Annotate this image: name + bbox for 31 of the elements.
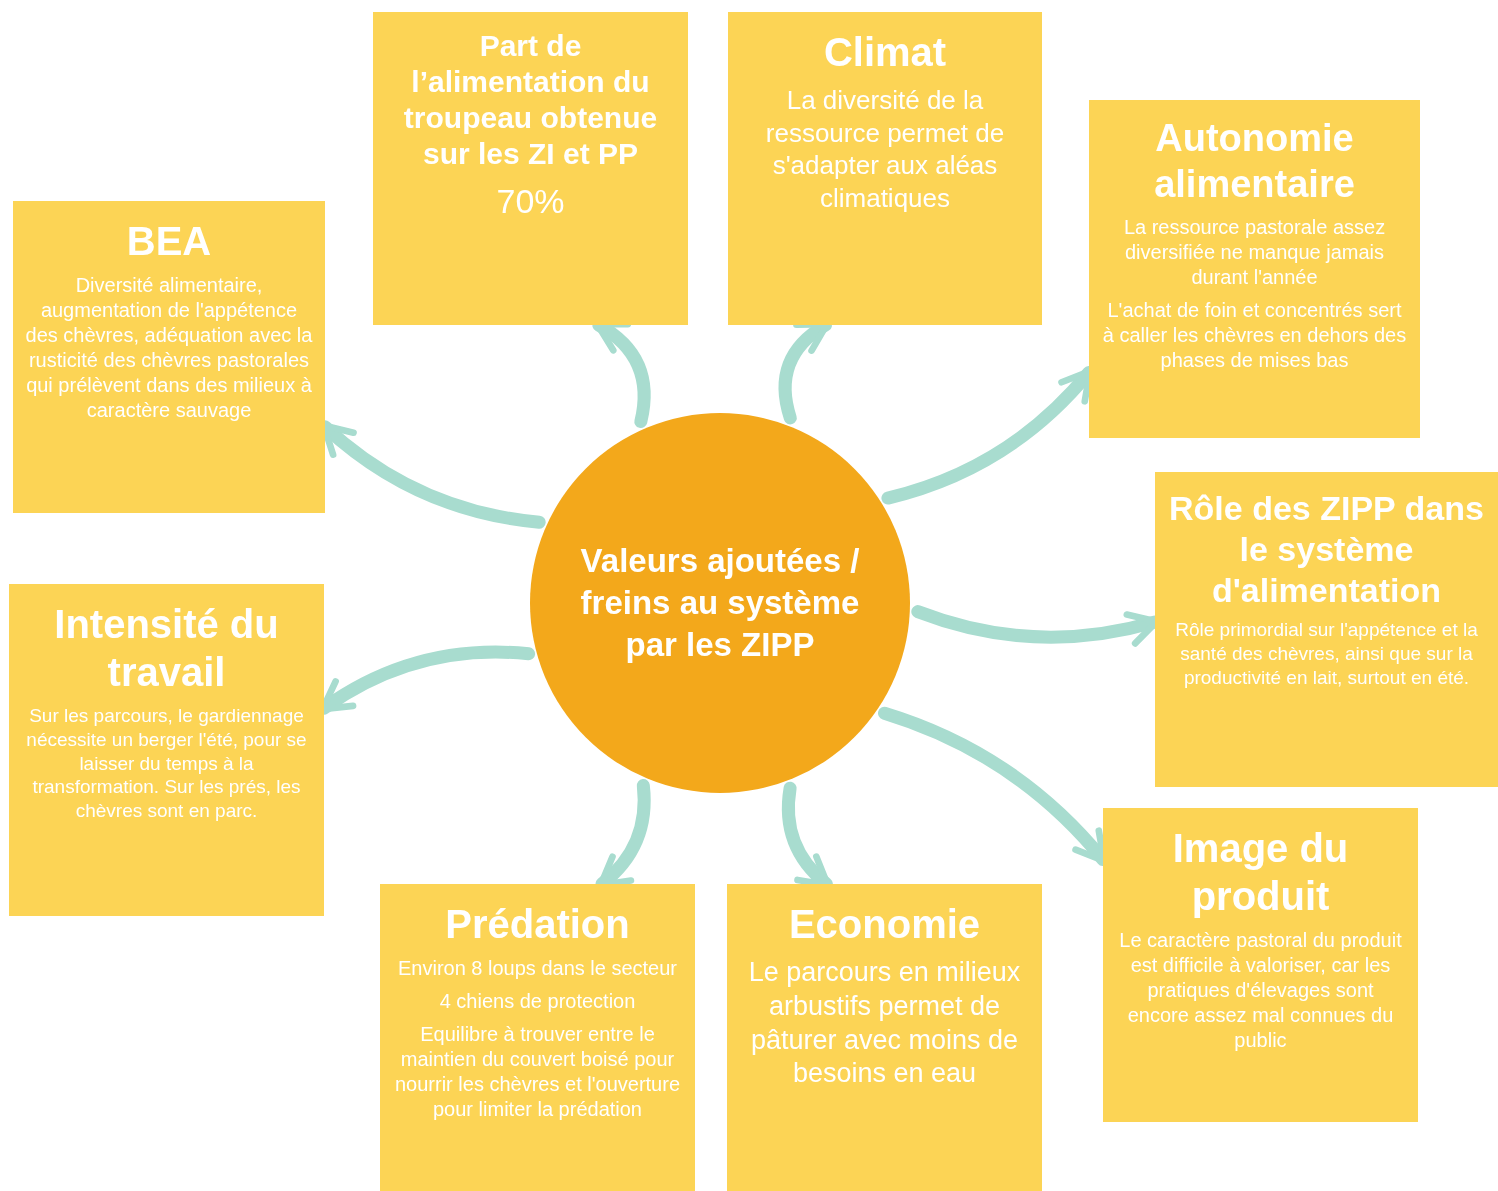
- box-text: Le caractère pastoral du produit est difficile à valoriser, car les pratiques d'élevages sont encore assez mal connues du public: [1118, 928, 1403, 1053]
- topic-box: [728, 12, 1042, 325]
- box-text: La ressource pastorale assez diversifiée ne manque jamais durant l'année: [1122, 215, 1387, 291]
- center-title: Valeurs ajoutées / freins au système par les ZIPP: [579, 541, 861, 665]
- topic-box: [13, 201, 325, 513]
- box-title: Economie: [788, 901, 981, 948]
- box-text: L'achat de foin et concentrés sert à caller les chèvres en dehors des phases de mises bas: [1101, 298, 1408, 374]
- topic-box: [1155, 472, 1498, 787]
- box-text: La diversité de la ressource permet de s'adapter aux aléas climatiques: [764, 84, 1006, 214]
- topic-box: [380, 884, 695, 1191]
- box-title: Part de l’alimentation du troupeau obtenue sur les ZI et PP: [402, 28, 659, 172]
- box-title: Image du produit: [1171, 825, 1350, 920]
- box-text: 70%: [496, 181, 565, 222]
- box-title: BEA: [126, 218, 212, 265]
- topic-box: [1089, 100, 1420, 438]
- box-title: Intensité du travail: [53, 601, 280, 696]
- topic-box: [727, 884, 1042, 1191]
- box-text: Environ 8 loups dans le secteur: [397, 956, 678, 981]
- topic-box: [9, 584, 324, 916]
- box-text: Sur les parcours, le gardiennage nécessite un berger l'été, pour se laisser du temps à la transformation. Sur les prés, les chèvres sont en parc.: [25, 704, 308, 823]
- box-text: 4 chiens de protection: [439, 989, 636, 1014]
- box-title: Climat: [823, 29, 947, 76]
- topic-box: [1103, 808, 1418, 1122]
- box-text: Diversité alimentaire, augmentation de l'appétence des chèvres, adéquation avec la rusticité des chèvres pastorales qui prélèvent dans des milieux à caractère sauvage: [25, 273, 313, 423]
- box-title: Prédation: [445, 901, 630, 948]
- box-text: Le parcours en milieux arbustifs permet de pâturer avec moins de besoins en eau: [747, 956, 1022, 1091]
- box-title: Rôle des ZIPP dans le système d'alimentation: [1168, 488, 1485, 611]
- box-title: Autonomie alimentaire: [1153, 116, 1356, 207]
- box-text: Rôle primordial sur l'appétence et la santé des chèvres, ainsi que sur la productivité en lait, surtout en été.: [1174, 618, 1479, 690]
- box-text: Equilibre à trouver entre le maintien du couvert boisé pour nourrir les chèvres et l'ouverture pour limiter la prédation: [393, 1022, 682, 1122]
- topic-box: [373, 12, 688, 325]
